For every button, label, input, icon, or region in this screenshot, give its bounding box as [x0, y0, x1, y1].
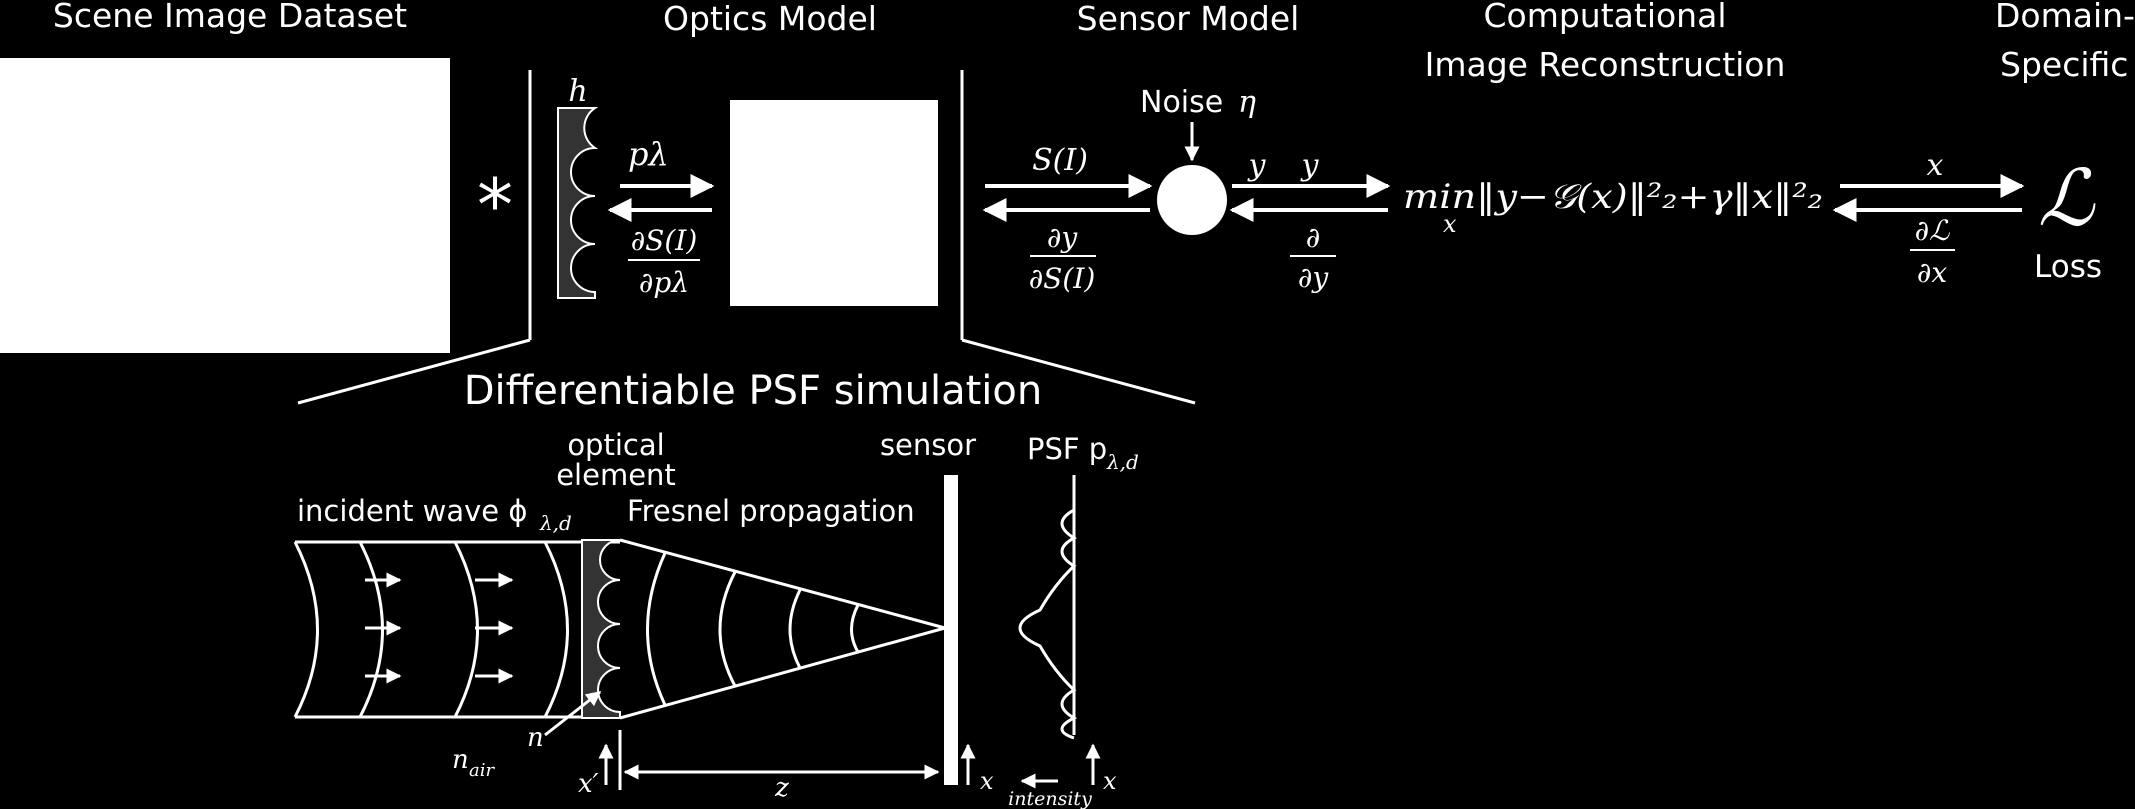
optical-element-icon [581, 539, 621, 719]
psf-x-label: x [1103, 767, 1117, 795]
optical-element-label-2: element [556, 458, 676, 492]
sensor-label: sensor [880, 428, 976, 462]
fresnel-label: Fresnel propagation [627, 494, 915, 528]
scene-dataset-header: Scene Image Dataset [53, 0, 407, 35]
psf-wedge-left [297, 338, 531, 405]
loss-label: Loss [2034, 249, 2102, 285]
x-prime-label: x′ [578, 769, 599, 799]
n-air-label: n [452, 745, 469, 775]
x-label: x [1927, 148, 1944, 183]
psf-wedge-right [961, 338, 1196, 405]
computational-header-line2: Image Reconstruction [1425, 45, 1786, 84]
p-lambda-label: pλ [628, 135, 669, 173]
computational-header-line1: Computational [1483, 0, 1726, 35]
intensity-label: intensity [1008, 788, 1092, 809]
optical-element-label-1: optical [567, 428, 664, 462]
d-dy-numerator: ∂ [1306, 221, 1320, 254]
loss-symbol: ℒ [2038, 154, 2096, 244]
psf-subscript: λ,d [1106, 450, 1139, 474]
sensor-model-header: Sensor Model [1077, 0, 1300, 38]
n-label: n [527, 723, 544, 753]
psf-simulation-title: Differentiable PSF simulation [464, 368, 1043, 414]
dS-dp-denominator: ∂pλ [639, 266, 689, 299]
noise-label: Noise [1140, 85, 1223, 120]
dL-dx-numerator: ∂ℒ [1915, 214, 1950, 247]
dy-dS-numerator: ∂y [1047, 221, 1078, 254]
domain-header-line2: Specific [2000, 45, 2128, 84]
S-I-label: S(I) [1032, 143, 1088, 178]
dy-dS-denominator: ∂S(I) [1029, 262, 1096, 295]
incident-wave-icon [293, 540, 620, 719]
fresnel-cone-icon [619, 538, 946, 720]
psf-profile-curve [1018, 508, 1078, 740]
y-label-1: y [1247, 148, 1267, 183]
n-air-subscript: air [469, 760, 495, 781]
lens-element-icon [557, 107, 599, 299]
n-pointer-arrow [544, 690, 602, 737]
psf-label: PSF p [1027, 432, 1107, 466]
h-label: h [568, 74, 587, 109]
dS-dp-numerator: ∂S(I) [631, 224, 698, 257]
optics-model-header: Optics Model [663, 0, 877, 38]
y-label-2: y [1300, 148, 1320, 183]
reconstruction-objective: min‖y−𝒢(x)‖²₂+γ‖x‖²₂ [1403, 177, 1823, 217]
sensor-bar [944, 475, 958, 785]
incident-wave-label: incident wave ϕ [297, 494, 528, 528]
scene-image [0, 58, 450, 353]
sensor-x-label: x [980, 767, 994, 795]
domain-header-line1: Domain- [1995, 0, 2135, 35]
z-label: z [774, 773, 789, 803]
d-dy-denominator: ∂y [1298, 261, 1329, 294]
convolution-symbol: * [477, 163, 513, 247]
dL-dx-denominator: ∂x [1917, 256, 1947, 289]
objective-subscript: x [1443, 210, 1457, 238]
noise-eta: η [1238, 85, 1256, 120]
incident-wave-subscript: λ,d [539, 511, 572, 535]
noise-node [1157, 165, 1227, 235]
psf-image [730, 100, 938, 306]
